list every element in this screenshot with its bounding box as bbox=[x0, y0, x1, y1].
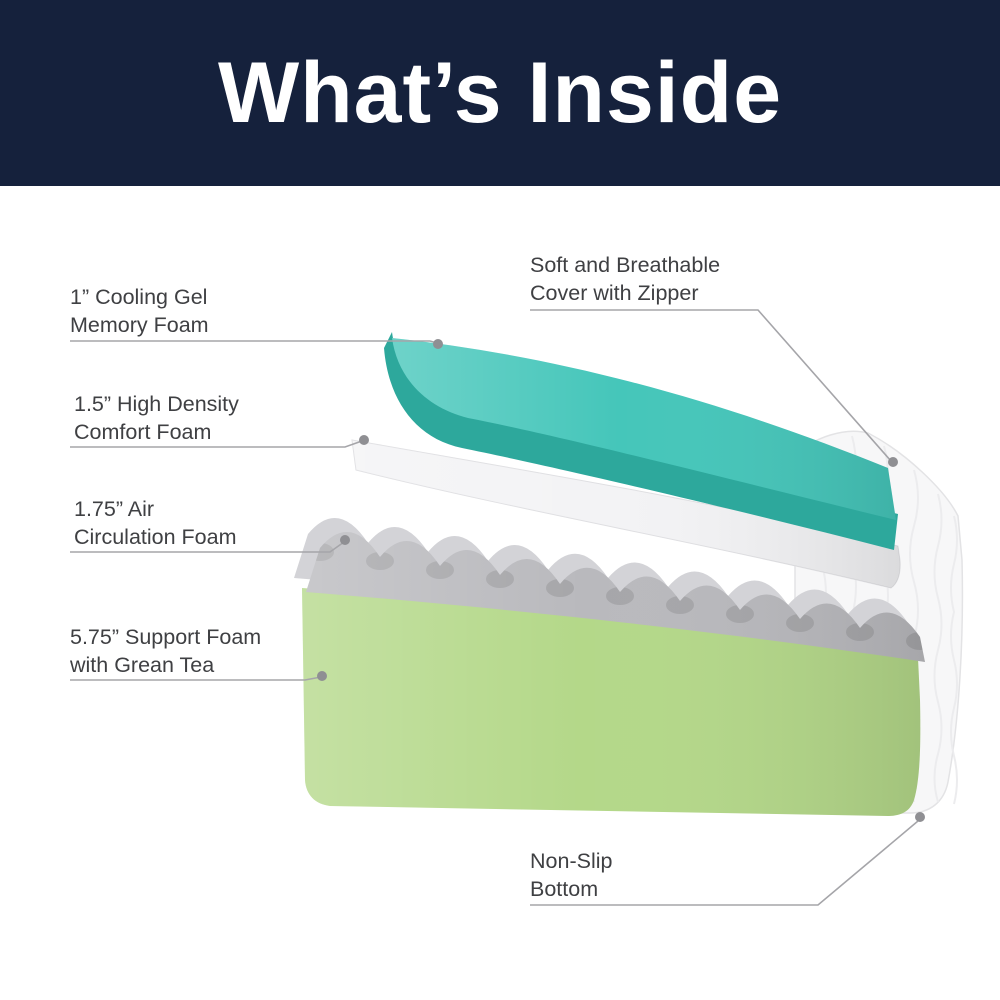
leader-support-foam bbox=[70, 671, 327, 681]
leader-non-slip bbox=[530, 812, 925, 906]
cooling-gel-layer bbox=[384, 332, 898, 550]
cover-texture bbox=[950, 515, 958, 805]
leader-dot-cover bbox=[888, 457, 898, 467]
label-cooling-gel-memory-foam: 1” Cooling Gel Memory Foam bbox=[70, 285, 209, 337]
leader-dot-cooling-gel bbox=[433, 339, 443, 349]
leader-comfort-foam bbox=[70, 435, 369, 448]
air-circulation-foam-layer bbox=[294, 518, 925, 662]
leader-cooling-gel bbox=[70, 339, 443, 349]
label-air-circulation-foam: 1.75” Air Circulation Foam bbox=[74, 497, 237, 549]
leader-cover bbox=[530, 309, 898, 467]
comfort-foam-layer bbox=[351, 439, 901, 589]
leader-dot-non-slip bbox=[915, 812, 925, 822]
support-foam-layer bbox=[302, 588, 921, 816]
label-non-slip-bottom: Non-Slip Bottom bbox=[530, 849, 613, 901]
leader-dot-support-foam bbox=[317, 671, 327, 681]
leader-dot-air-foam bbox=[340, 535, 350, 545]
label-support-foam-green-tea: 5.75” Support Foam with Grean Tea bbox=[70, 625, 262, 677]
leader-dot-comfort-foam bbox=[359, 435, 369, 445]
page-title: What’s Inside bbox=[217, 44, 783, 141]
cover-texture bbox=[933, 493, 943, 803]
label-high-density-comfort-foam: 1.5” High Density Comfort Foam bbox=[74, 392, 239, 444]
leader-air-foam bbox=[70, 535, 350, 553]
label-breathable-cover-zipper: Soft and Breathable Cover with Zipper bbox=[530, 253, 721, 305]
header-banner: What’s Inside bbox=[0, 0, 1000, 186]
